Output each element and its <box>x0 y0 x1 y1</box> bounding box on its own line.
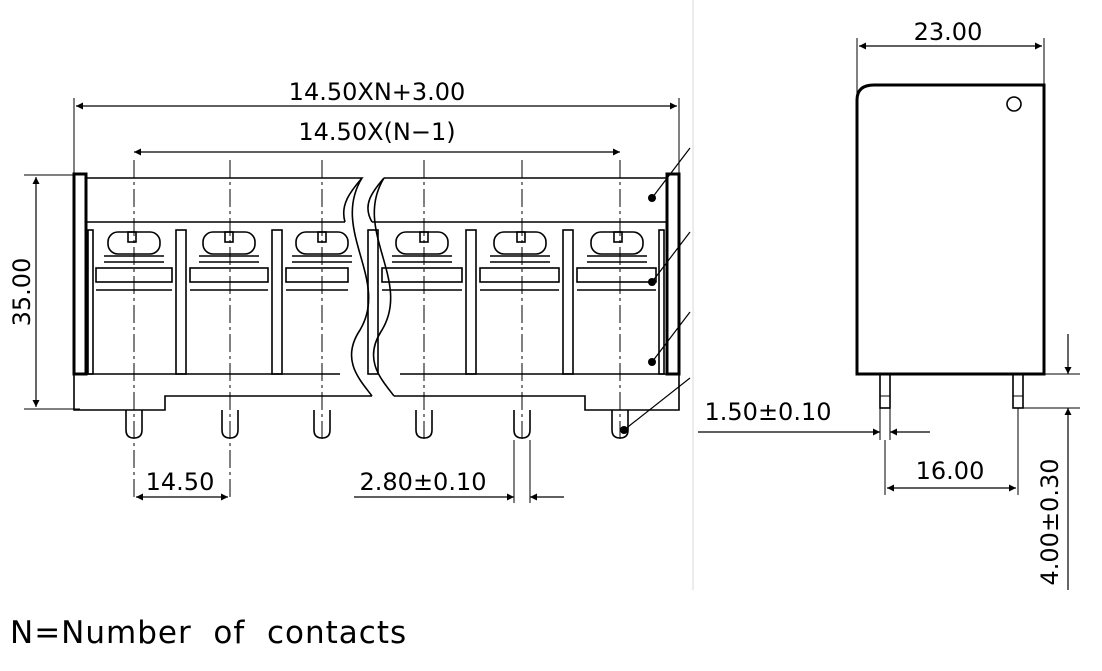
pitch-label: 14.50 <box>146 468 215 496</box>
height-dimension: 35.00 <box>8 174 80 410</box>
cell-4 <box>381 231 463 291</box>
side-width-dimension: 23.00 <box>856 18 1045 94</box>
side-pins <box>879 373 1024 409</box>
front-view: 14.50XN+3.00 14.50X(N−1) 35.00 <box>8 78 691 503</box>
pin-spacing-label: 16.00 <box>916 457 985 485</box>
leader-lines <box>620 147 691 434</box>
pin-spacing-dimension: 16.00 <box>884 408 1019 495</box>
side-view: 23.00 1.50±0.10 16.00 <box>698 18 1080 590</box>
contact-cells <box>87 229 665 375</box>
side-width-label: 23.00 <box>914 18 983 46</box>
side-body <box>855 83 1046 376</box>
cell-3 <box>285 231 352 291</box>
cell-2 <box>189 231 269 291</box>
cell-6 <box>576 231 657 291</box>
pin-length-dimension: 4.00±0.30 <box>1023 334 1080 590</box>
side-hole <box>1006 96 1022 112</box>
pin-width-dimension: 2.80±0.10 <box>354 440 564 503</box>
pin-thickness-dimension: 1.50±0.10 <box>698 398 930 440</box>
height-label: 35.00 <box>8 258 36 327</box>
pins <box>125 410 629 439</box>
pitch-dimension: 14.50 <box>136 468 228 501</box>
pitch-span-dimension: 14.50X(N−1) <box>134 118 620 156</box>
cell-separators <box>87 229 665 375</box>
pin-thickness-label: 1.50±0.10 <box>705 398 832 426</box>
pin-width-label: 2.80±0.10 <box>360 468 487 496</box>
contacts-note: N=Number of contacts <box>10 615 407 651</box>
cell-5 <box>479 231 560 291</box>
terminal-body <box>72 172 681 411</box>
centerlines <box>133 160 621 500</box>
overall-width-dimension: 14.50XN+3.00 <box>73 78 680 178</box>
overall-width-label: 14.50XN+3.00 <box>289 78 466 106</box>
pin-length-label: 4.00±0.30 <box>1036 459 1064 586</box>
pitch-span-label: 14.50X(N−1) <box>298 118 455 146</box>
